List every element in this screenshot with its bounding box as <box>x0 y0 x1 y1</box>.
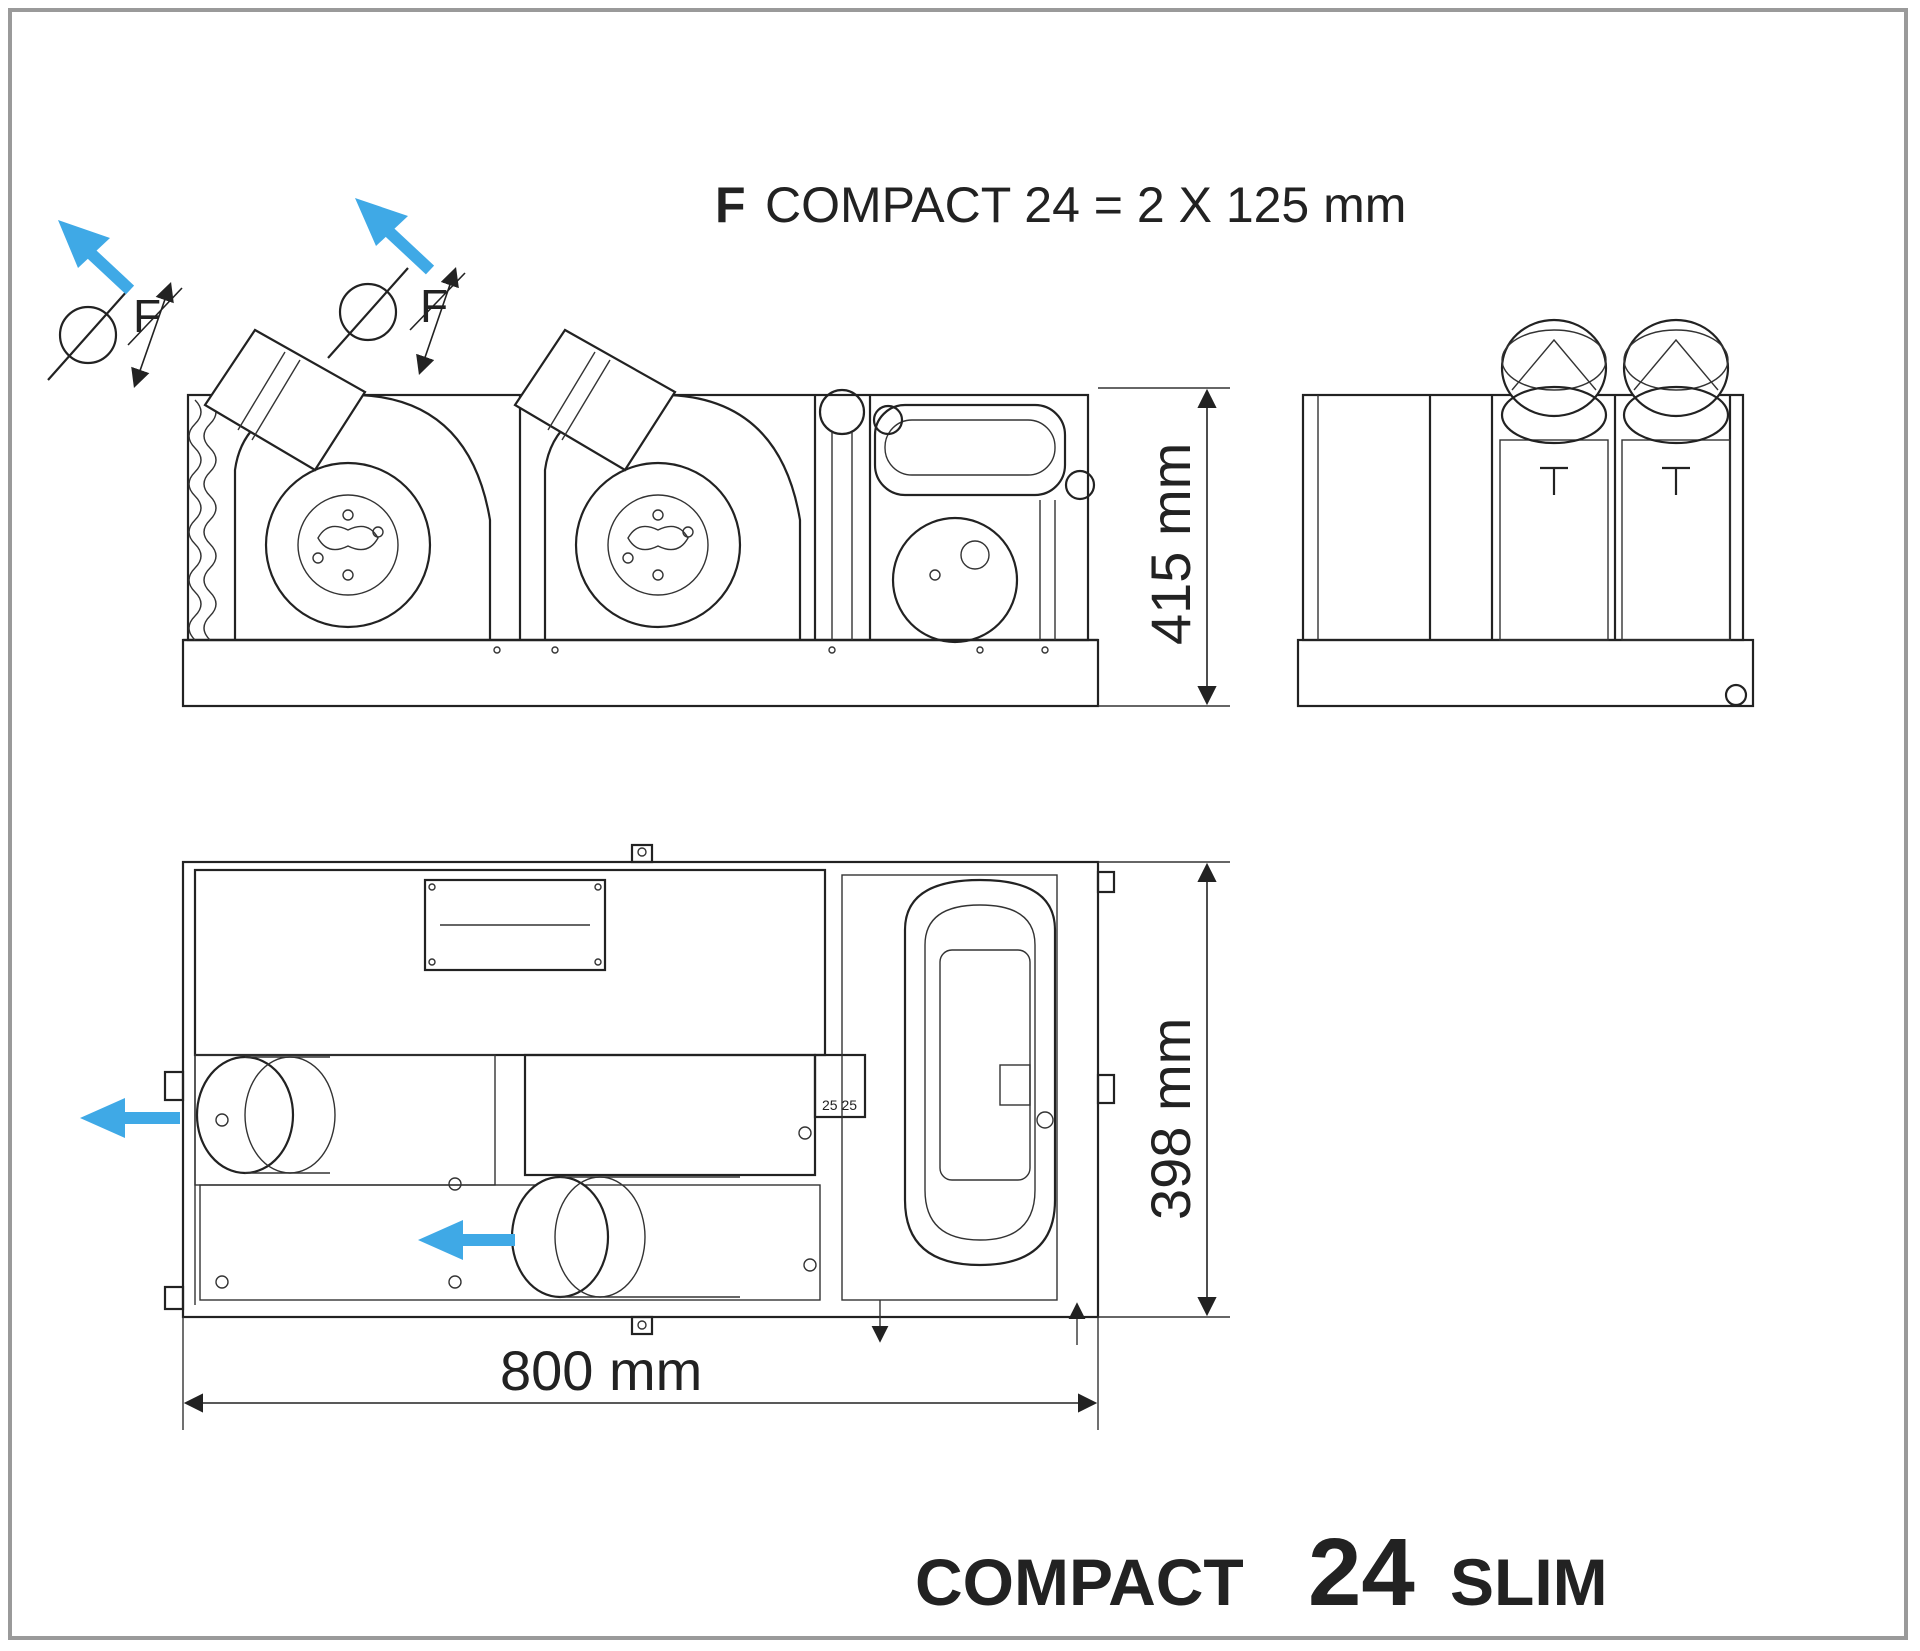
airflow-arrows-top <box>58 198 435 295</box>
airflow-arrow-icon <box>58 220 110 268</box>
fan-housing-2 <box>513 328 802 640</box>
header-spec: COMPACT 24 = 2 X 125 mm <box>765 177 1406 233</box>
airflow-arrow-icon <box>80 1098 125 1138</box>
base-plate <box>181 638 1100 708</box>
svg-text:25 25: 25 25 <box>822 1097 857 1113</box>
height-label: 415 mm <box>1139 443 1202 645</box>
side-view <box>181 328 1100 708</box>
width-dimension: 800 mm <box>182 1317 1099 1430</box>
diagram-frame <box>8 8 1908 1640</box>
compressor-assembly <box>818 388 1096 644</box>
diameter-symbol-icon <box>58 305 118 365</box>
airflow-arrows-bottom <box>80 1098 515 1260</box>
model-title: COMPACT 24 SLIM <box>915 1519 1608 1626</box>
diameter-symbol-icon <box>338 282 398 342</box>
filter-panel <box>193 868 827 1057</box>
depth-label: 398 mm <box>1139 1018 1202 1220</box>
width-label: 800 mm <box>500 1339 702 1402</box>
drain-fitting-icon <box>1724 683 1748 707</box>
duct-f-label-1: F <box>133 290 161 342</box>
coil-left <box>188 399 217 641</box>
height-dimension: 415 mm <box>1098 387 1230 707</box>
refrigerant-loop <box>903 878 1057 1267</box>
fan-housing-1 <box>203 328 492 640</box>
airflow-arrow-icon <box>418 1220 463 1260</box>
duct-diameter-marks: F F <box>47 266 466 389</box>
model-name-a: COMPACT <box>915 1545 1244 1619</box>
end-view <box>1296 318 1755 708</box>
model-number: 24 <box>1308 1519 1415 1626</box>
fan-casing <box>523 1053 817 1177</box>
airflow-arrow-icon <box>355 198 408 246</box>
label-plate <box>423 878 607 972</box>
plan-view: 25 25 <box>163 843 1116 1345</box>
depth-dimension: 398 mm <box>1098 861 1230 1318</box>
header-prefix: F <box>715 177 746 233</box>
model-name-b: SLIM <box>1450 1545 1608 1619</box>
duct-f-label-2: F <box>420 280 448 332</box>
